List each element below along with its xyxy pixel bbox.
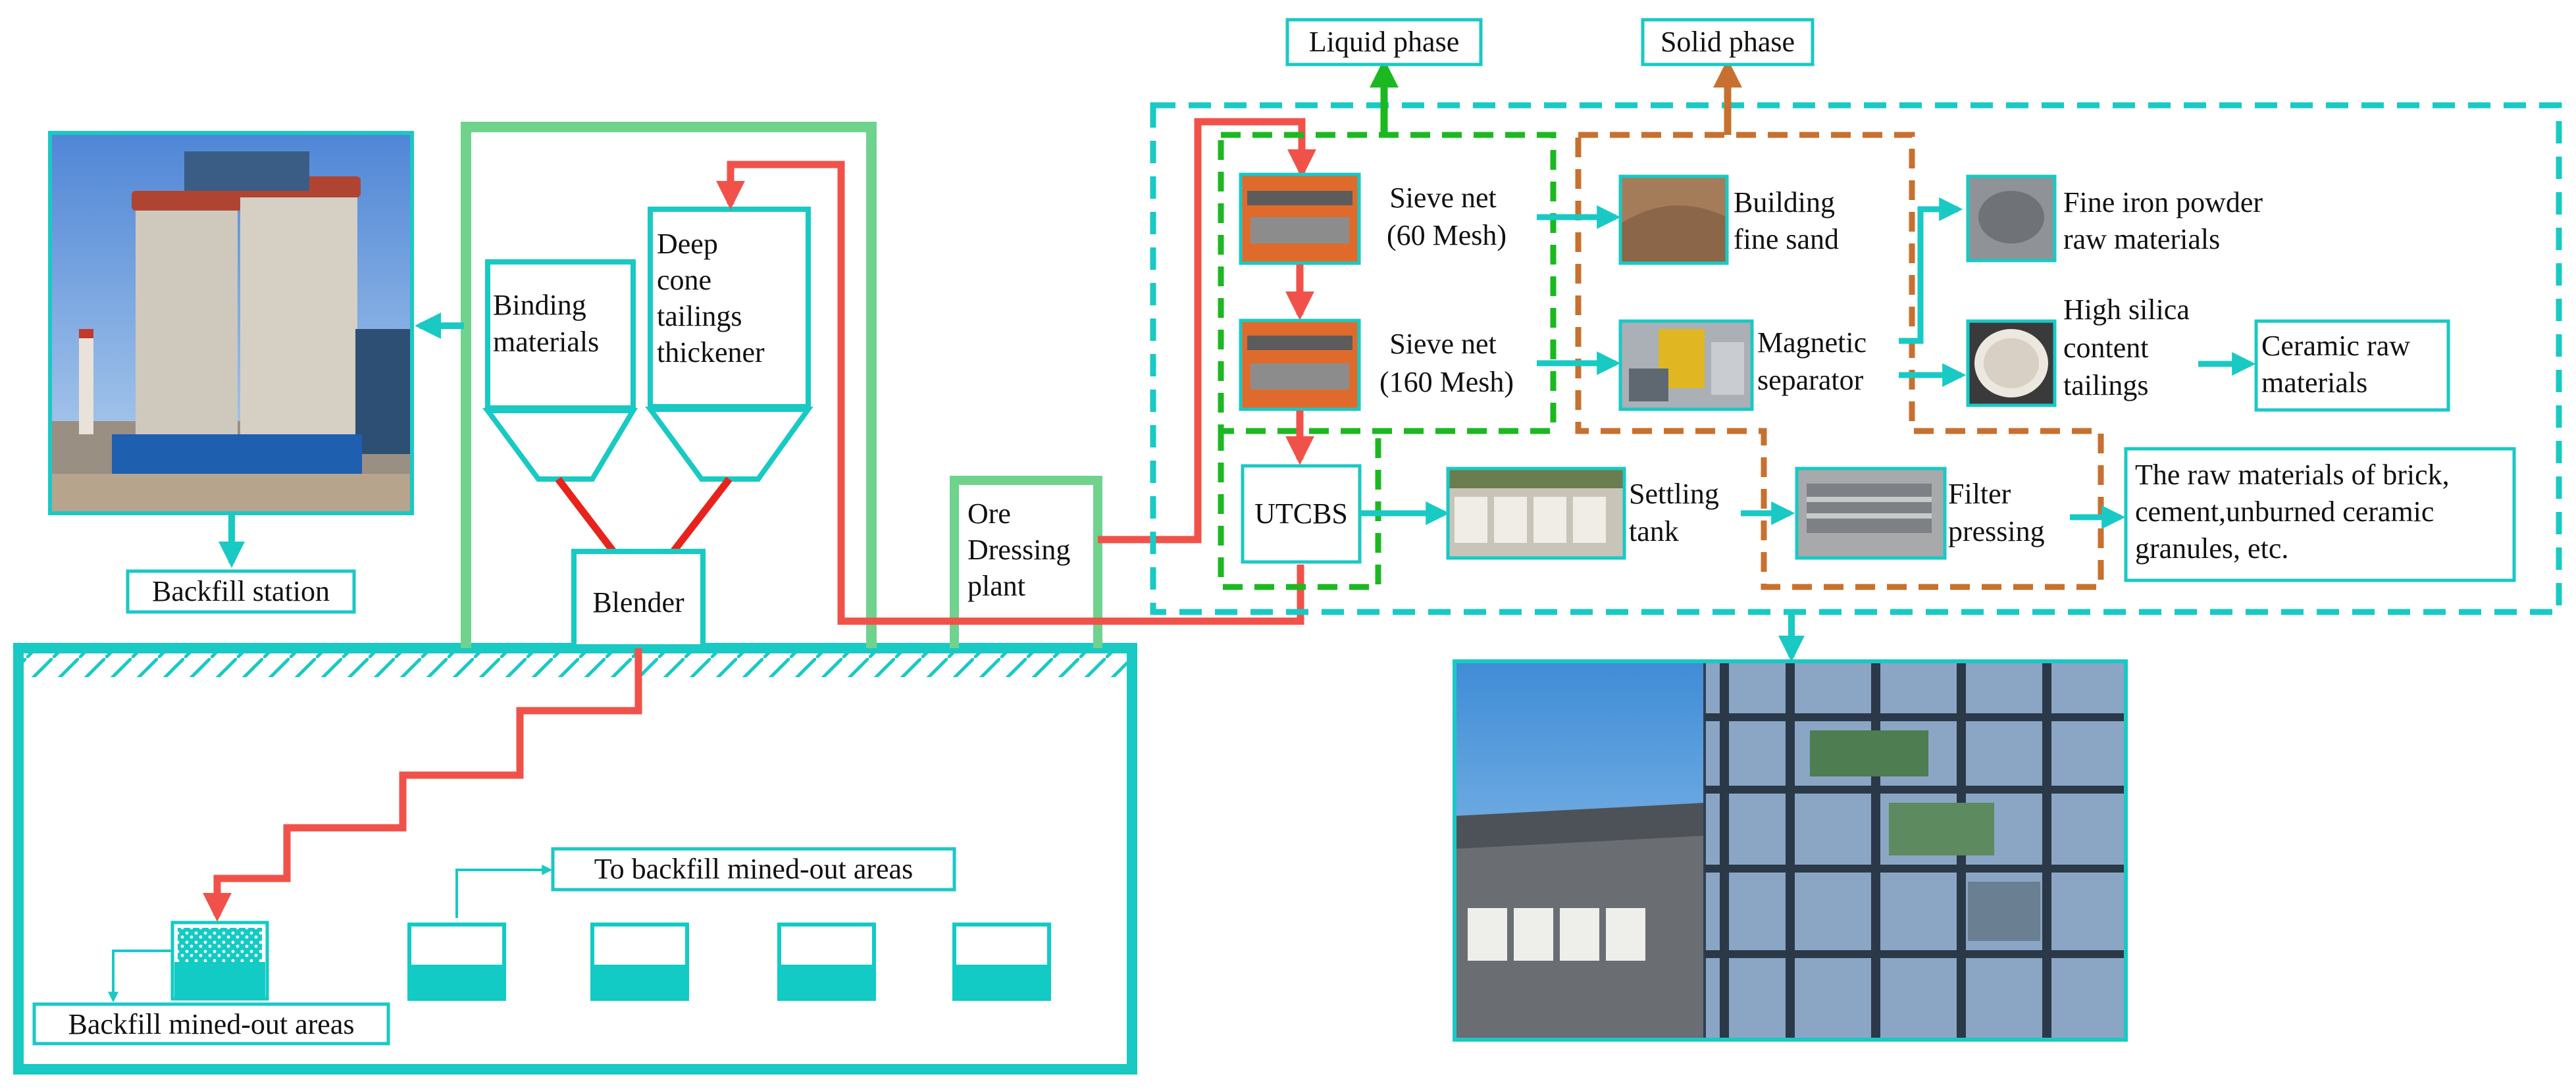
plant-photo: [1453, 659, 2128, 1042]
solid-phase-group: [1575, 132, 2104, 590]
thickener-label: Deep cone tailings thickener: [657, 228, 765, 368]
settling-tank-label: Settling tank: [1629, 478, 1726, 547]
sieve-60-label: Sieve net (60 Mesh): [1387, 182, 1507, 251]
arrow-magnetic-to-iron: [1899, 197, 1963, 344]
silica-photo: [1966, 319, 2057, 407]
stope-empty-1: [407, 923, 506, 1001]
sand-photo: [1618, 174, 1729, 265]
liquid-phase-box: [1285, 18, 1483, 66]
liquid-phase-group-lower: [1218, 431, 1381, 590]
slurry-pipe-to-sieve: [1098, 118, 1316, 544]
fine-iron-powder-label: Fine iron powder raw materials: [2063, 186, 2270, 255]
backfill-mined-out-box: [32, 1002, 390, 1046]
high-silica-label: High silica content tailings: [2063, 293, 2197, 401]
magnetic-separator-photo: [1618, 319, 1754, 411]
ore-dressing-plant: Ore Dressing plant: [950, 476, 1102, 648]
magnetic-separator-label: Magnetic separator: [1757, 326, 1874, 396]
arrow-backfill-mined-out: [108, 950, 172, 1003]
backfill-station-box: [126, 569, 356, 614]
ore-dressing-frame: [950, 476, 1102, 648]
filter-press-photo: [1795, 467, 1947, 560]
arrow-to-backfill-areas: [455, 865, 553, 918]
utcbs-label: UTCBS: [1254, 497, 1348, 530]
stope-empty-3: [777, 923, 876, 1001]
solid-phase-box: [1641, 18, 1815, 66]
liquid-phase-label: Liquid phase: [1309, 26, 1460, 58]
stope-empty-4: [952, 923, 1051, 1001]
settling-tank-photo: [1446, 467, 1626, 560]
ground-hatching: [24, 653, 1127, 677]
backfill-station-label: Backfill station: [152, 575, 330, 607]
backfill-plant-frame: [461, 122, 877, 648]
backfill-pipe: [203, 648, 642, 922]
utcbs-system-boundary: [1150, 102, 2562, 615]
to-backfill-label: To backfill mined-out areas: [594, 853, 913, 885]
binding-materials-silo: Binding materials: [482, 259, 638, 482]
ceramic-raw-box: [2254, 319, 2450, 412]
ore-dressing-label: Ore Dressing plant: [967, 497, 1077, 602]
solid-phase-label: Solid phase: [1661, 26, 1795, 58]
blender-label: Blender: [592, 586, 684, 619]
ceramic-raw-label: Ceramic raw materials: [2261, 330, 2417, 399]
iron-powder-photo: [1966, 174, 2057, 263]
stope-filled: [170, 921, 269, 1001]
backfill-mined-out-label: Backfill mined-out areas: [68, 1008, 355, 1040]
binder-feed-line: [555, 476, 619, 557]
raw-materials-label: The raw materials of brick, cement,unbur…: [2135, 459, 2457, 565]
building-fine-sand-label: Building fine sand: [1734, 186, 1842, 255]
sieve-160-label: Sieve net (160 Mesh): [1379, 328, 1514, 398]
stope-empty-2: [590, 923, 689, 1001]
raw-materials-box: [2124, 447, 2516, 582]
filter-pressing-label: Filter pressing: [1948, 478, 2045, 547]
sieve-60-photo: [1239, 172, 1361, 265]
to-backfill-box: [551, 847, 956, 892]
deep-cone-thickener: Deep cone tailings thickener: [645, 207, 813, 482]
backfill-station-photo: [48, 131, 414, 515]
binding-materials-label: Binding materials: [493, 289, 599, 358]
blender-box: [571, 549, 706, 649]
sieve-160-photo: [1239, 318, 1361, 411]
tailings-feed-line: [668, 476, 733, 557]
utcbs-box: [1241, 464, 1362, 564]
